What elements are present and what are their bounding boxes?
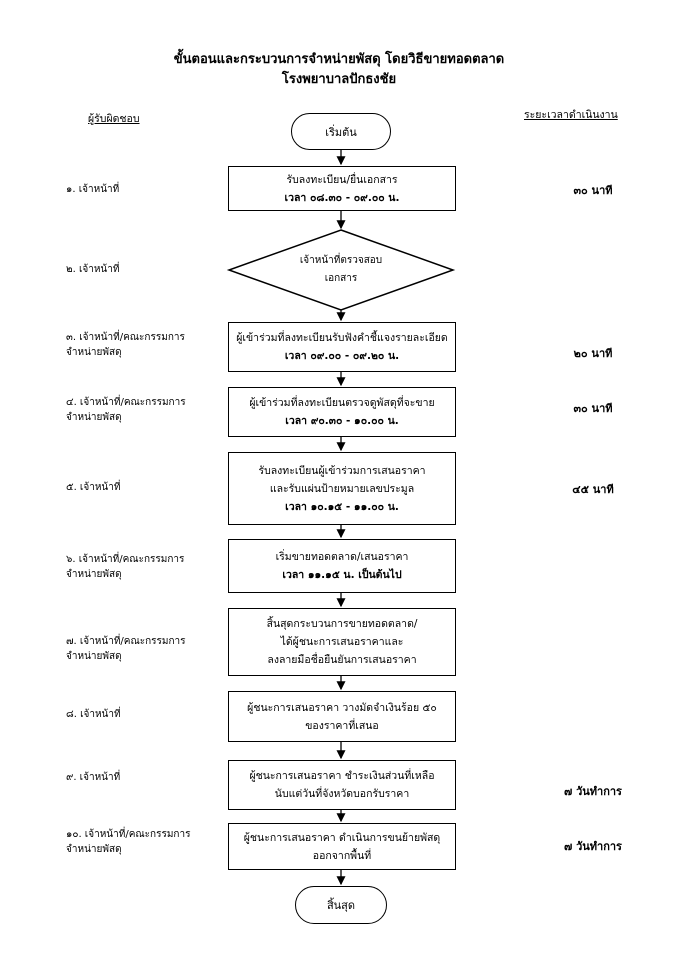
- responsible-step-10: ๑๐. เจ้าหน้าที่/คณะกรรมการ จำหน่ายพัสดุ: [66, 827, 190, 857]
- step-text: ผู้ชนะการเสนอราคา ชำระเงินส่วนที่เหลือ: [249, 770, 435, 782]
- step-text: ออกจากพื้นที่: [312, 849, 372, 862]
- responsible-step-1: ๑. เจ้าหน้าที่: [66, 182, 119, 197]
- step-time: เวลา ๑๑.๑๕ น. เป็นต้นไป: [282, 569, 402, 581]
- responsible-line: ๑๐. เจ้าหน้าที่/คณะกรรมการ: [66, 829, 191, 840]
- process-box-step-3: ผู้เข้าร่วมที่ลงทะเบียนรับฟังคำชี้แจงราย…: [228, 322, 456, 372]
- decision-diamond: [226, 229, 456, 311]
- responsible-line: ๕. เจ้าหน้าที่: [66, 482, 121, 493]
- step-time: เวลา ๙๐.๓๐ - ๑๐.๐๐ น.: [285, 415, 399, 427]
- responsible-line: ๙. เจ้าหน้าที่: [66, 772, 121, 783]
- responsible-line: ๗. เจ้าหน้าที่/คณะกรรมการ: [66, 636, 186, 647]
- responsible-line: จำหน่ายพัสดุ: [66, 569, 122, 580]
- responsible-line: จำหน่ายพัสดุ: [66, 844, 122, 855]
- responsible-header: ผู้รับผิดชอบ: [88, 113, 140, 125]
- end-label: สิ้นสุด: [326, 899, 356, 912]
- page-title: ขั้นตอนและกระบวนการจำหน่ายพัสดุ โดยวิธีข…: [173, 52, 505, 67]
- duration-step-3: ๒๐ นาที: [573, 347, 613, 360]
- duration-header: ระยะเวลาดำเนินงาน: [524, 109, 618, 121]
- duration-step-4: ๓๐ นาที: [573, 402, 613, 415]
- process-box-step-5: รับลงทะเบียนผู้เข้าร่วมการเสนอราคา และรั…: [228, 452, 456, 525]
- start-label: เริ่มต้น: [325, 125, 357, 139]
- duration-step-9: ๗ วันทำการ: [564, 785, 622, 798]
- responsible-line: ๖. เจ้าหน้าที่/คณะกรรมการ: [66, 554, 185, 565]
- step-text: ผู้ชนะการเสนอราคา วางมัดจำเงินร้อย ๕๐: [247, 701, 437, 714]
- process-box-step-6: เริ่มขายทอดตลาด/เสนอราคา เวลา ๑๑.๑๕ น. เ…: [228, 539, 456, 593]
- step-text: นับแต่วันที่จังหวัดบอกรับราคา: [274, 788, 410, 800]
- decision-text: เจ้าหน้าที่ตรวจสอบ เอกสาร: [261, 252, 421, 288]
- step-text: ผู้ชนะการเสนอราคา ดำเนินการขนย้ายพัสดุ: [243, 831, 441, 844]
- responsible-step-9: ๙. เจ้าหน้าที่: [66, 770, 120, 785]
- duration-step-5: ๔๕ นาที: [572, 483, 614, 496]
- responsible-step-3: ๓. เจ้าหน้าที่/คณะกรรมการ จำหน่ายพัสดุ: [66, 330, 185, 360]
- responsible-step-5: ๕. เจ้าหน้าที่: [66, 480, 120, 495]
- page-subtitle: โรงพยาบาลปักธงชัย: [281, 72, 397, 87]
- step-text: ลงลายมือชื่อยืนยันการเสนอราคา: [267, 654, 417, 666]
- step-text: ผู้เข้าร่วมที่ลงทะเบียนรับฟังคำชี้แจงราย…: [236, 332, 448, 344]
- responsible-line: ๘. เจ้าหน้าที่: [66, 709, 121, 720]
- process-box-step-1: รับลงทะเบียน/ยื่นเอกสาร เวลา ๐๘.๓๐ - ๐๙.…: [228, 166, 456, 211]
- process-box-step-7: สิ้นสุดกระบวนการขายทอดตลาด/ ได้ผู้ชนะการ…: [228, 608, 456, 676]
- responsible-step-2: ๒. เจ้าหน้าที่: [66, 262, 119, 277]
- step-text: ของราคาที่เสนอ: [305, 719, 379, 732]
- responsible-line: ๒. เจ้าหน้าที่: [66, 264, 120, 275]
- decision-line: เจ้าหน้าที่ตรวจสอบ: [299, 255, 383, 266]
- responsible-line: จำหน่ายพัสดุ: [66, 651, 122, 662]
- end-terminator: สิ้นสุด: [295, 886, 387, 924]
- responsible-line: จำหน่ายพัสดุ: [66, 347, 122, 358]
- duration-step-10: ๗ วันทำการ: [564, 840, 622, 853]
- responsible-step-4: ๔. เจ้าหน้าที่/คณะกรรมการ จำหน่ายพัสดุ: [66, 395, 186, 425]
- responsible-line: ๓. เจ้าหน้าที่/คณะกรรมการ: [66, 332, 185, 343]
- step-time: เวลา ๐๘.๓๐ - ๐๙.๐๐ น.: [284, 191, 400, 204]
- step-text: ผู้เข้าร่วมที่ลงทะเบียนตรวจดูพัสดุที่จะข…: [249, 397, 435, 409]
- process-box-step-10: ผู้ชนะการเสนอราคา ดำเนินการขนย้ายพัสดุ อ…: [228, 823, 456, 870]
- step-text: และรับแผ่นป้ายหมายเลขประมูล: [269, 482, 415, 495]
- duration-step-1: ๓๐ นาที: [573, 184, 613, 197]
- step-time: เวลา ๑๐.๑๕ - ๑๑.๐๐ น.: [285, 500, 399, 513]
- decision-line: เอกสาร: [324, 273, 358, 284]
- step-text: รับลงทะเบียนผู้เข้าร่วมการเสนอราคา: [258, 464, 426, 477]
- process-box-step-9: ผู้ชนะการเสนอราคา ชำระเงินส่วนที่เหลือ น…: [228, 760, 456, 810]
- responsible-line: ๔. เจ้าหน้าที่/คณะกรรมการ: [66, 397, 186, 408]
- process-box-step-4: ผู้เข้าร่วมที่ลงทะเบียนตรวจดูพัสดุที่จะข…: [228, 387, 456, 437]
- process-box-step-8: ผู้ชนะการเสนอราคา วางมัดจำเงินร้อย ๕๐ ขอ…: [228, 691, 456, 742]
- start-terminator: เริ่มต้น: [291, 113, 391, 150]
- responsible-step-6: ๖. เจ้าหน้าที่/คณะกรรมการ จำหน่ายพัสดุ: [66, 552, 184, 582]
- step-text: สิ้นสุดกระบวนการขายทอดตลาด/: [266, 618, 418, 630]
- responsible-line: ๑. เจ้าหน้าที่: [66, 184, 120, 195]
- responsible-line: จำหน่ายพัสดุ: [66, 412, 122, 423]
- step-text: เริ่มขายทอดตลาด/เสนอราคา: [275, 551, 409, 563]
- step-text: รับลงทะเบียน/ยื่นเอกสาร: [286, 173, 398, 186]
- step-time: เวลา ๐๙.๐๐ - ๐๙.๒๐ น.: [284, 350, 400, 362]
- responsible-step-8: ๘. เจ้าหน้าที่: [66, 707, 121, 722]
- responsible-step-7: ๗. เจ้าหน้าที่/คณะกรรมการ จำหน่ายพัสดุ: [66, 634, 186, 664]
- step-text: ได้ผู้ชนะการเสนอราคาและ: [280, 636, 404, 648]
